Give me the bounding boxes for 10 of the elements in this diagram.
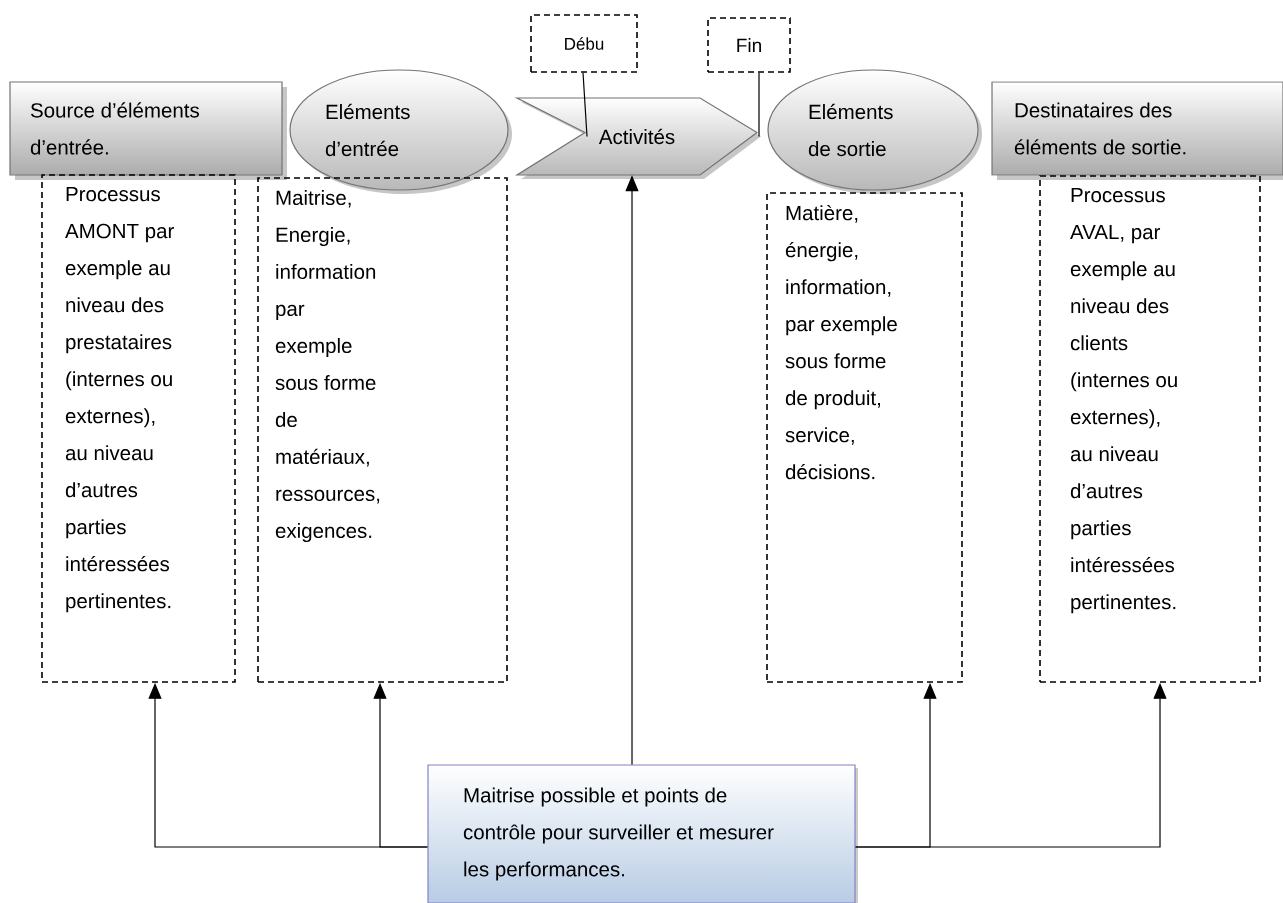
activity-chevron: Activités bbox=[514, 97, 761, 179]
control-box: Maitrise possible et points de contrôle pour surveiller et mesurer les performances. bbox=[427, 764, 858, 903]
milestone-box: Débu bbox=[530, 14, 638, 73]
description-box: Processus AMONT par exemple au niveau des prestataires (internes ou externes), au niveau d’autres parties intéressées pertinentes. bbox=[41, 174, 236, 683]
source-box: Source d’éléments d’entrée. bbox=[9, 81, 287, 180]
description-box: Maitrise, Energie, information par exemple sous forme de matériaux, ressources, exigences. bbox=[257, 177, 508, 683]
source-box: Destinataires des éléments de sortie. bbox=[991, 81, 1283, 180]
description-box: Processus AVAL, par exemple au niveau des clients (internes ou externes), au niveau d’autres parties intéressées pertinentes. bbox=[1039, 175, 1261, 683]
milestone-box: Fin bbox=[707, 17, 791, 73]
description-box: Matière, énergie, information, par exemple sous forme de produit, service, décisions. bbox=[766, 192, 963, 683]
